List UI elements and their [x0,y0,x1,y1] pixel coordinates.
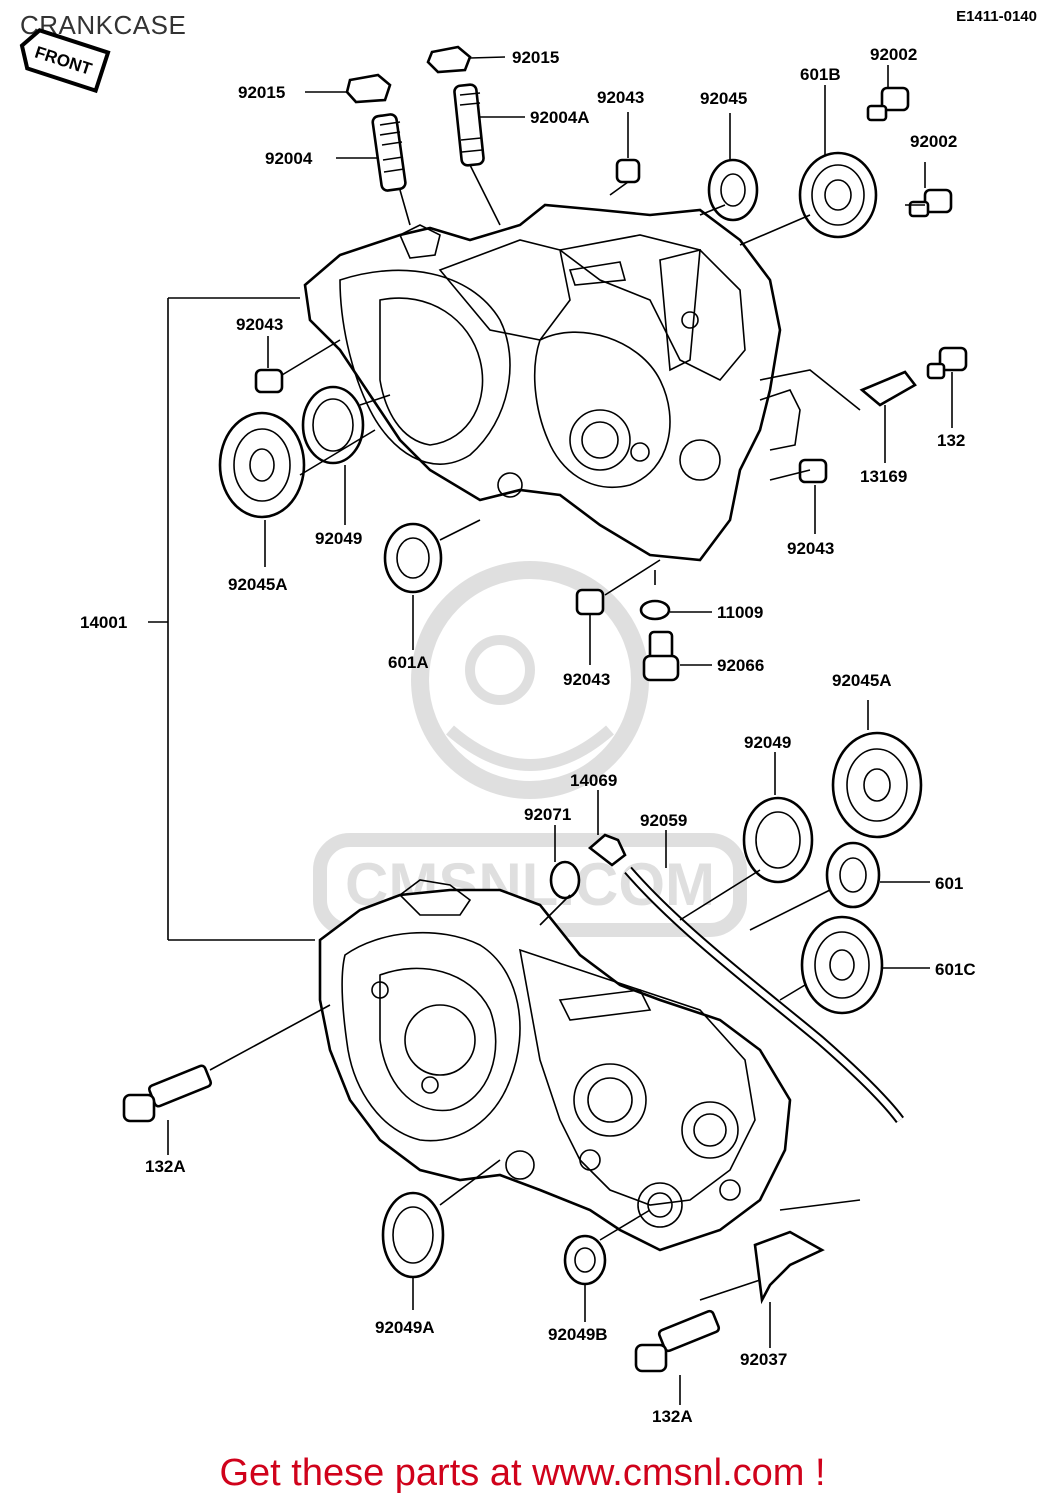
bearing-92045 [707,158,759,222]
nut-92015-left [345,73,392,104]
label-601A: 601A [388,653,429,672]
nut-92015-right [426,45,472,74]
label-92015-left: 92015 [238,83,285,102]
bearing-601 [825,841,881,909]
bolt-132A-bottom [634,1309,721,1373]
label-92043-right: 92043 [787,539,834,558]
label-92049-upper: 92049 [315,529,362,548]
label-92071: 92071 [524,805,571,824]
dowel-92043-bottom [575,588,605,616]
diagram-reference-code: E1411-0140 [956,8,1037,25]
bolt-92002-upper [866,86,910,122]
plate-13169 [859,370,917,407]
oil-seal-92049A [381,1191,445,1279]
watermark-logo: CMSNL.COM [313,561,747,937]
label-92066: 92066 [717,656,764,675]
label-132A-left: 132A [145,1157,186,1176]
label-601C: 601C [935,960,976,979]
label-14001: 14001 [80,613,127,632]
clamp-92037 [753,1230,825,1305]
label-11009: 11009 [717,603,763,622]
dowel-92043-left [254,368,284,394]
bearing-601A [383,522,443,594]
label-14069: 14069 [570,771,617,790]
bolt-132A-left [122,1064,213,1123]
front-direction-badge: FRONT [19,28,111,94]
dowel-92043-top [615,158,641,184]
label-13169: 13169 [860,467,907,486]
bearing-92045A-lower [831,731,923,839]
lower-crankcase-half [318,879,792,1252]
label-601B: 601B [800,65,841,84]
label-132A-bottom: 132A [652,1407,693,1426]
label-92037: 92037 [740,1350,787,1369]
breather-hose-92059 [624,866,904,1124]
label-92002-lower: 92002 [910,132,957,151]
fitting-92071 [549,860,581,900]
drain-plug-92066 [642,630,680,682]
stud-92004A [453,83,485,167]
label-92045A-upper: 92045A [228,575,288,594]
label-92045: 92045 [700,89,747,108]
stud-92004 [371,113,407,192]
upper-crankcase-half [303,203,801,562]
label-92004: 92004 [265,149,313,168]
fitting-14069 [587,833,627,867]
label-92059: 92059 [640,811,687,830]
gasket-11009 [639,599,671,621]
oil-seal-92049-upper [301,385,365,465]
bolt-132 [926,346,968,380]
bearing-601B [798,151,878,239]
bolt-92002-lower [908,188,953,218]
bearing-601C [800,915,884,1015]
footer-parts-link[interactable]: Get these parts at www.cmsnl.com ! [219,1452,826,1494]
label-92045A-lower: 92045A [832,671,892,690]
dowel-92043-right [798,458,828,484]
label-92043-left: 92043 [236,315,283,334]
leader-lines [148,56,953,1405]
label-92015-right: 92015 [512,48,559,67]
label-92049-lower: 92049 [744,733,791,752]
oil-seal-92049B [563,1234,607,1286]
label-92004A: 92004A [530,108,590,127]
part-number-labels: 92015 92015 92004 92004A 92043 92045 601… [80,45,976,1426]
label-132: 132 [937,431,965,450]
label-601: 601 [935,874,963,893]
label-92049A: 92049A [375,1318,435,1337]
label-92043-top: 92043 [597,88,644,107]
exploded-parts-diagram: FRONT [19,28,976,1426]
label-92002-upper: 92002 [870,45,917,64]
bearing-92045A-upper [218,411,306,519]
oil-seal-92049-lower [742,796,814,884]
label-92049B: 92049B [548,1325,608,1344]
label-92043-bottom: 92043 [563,670,610,689]
